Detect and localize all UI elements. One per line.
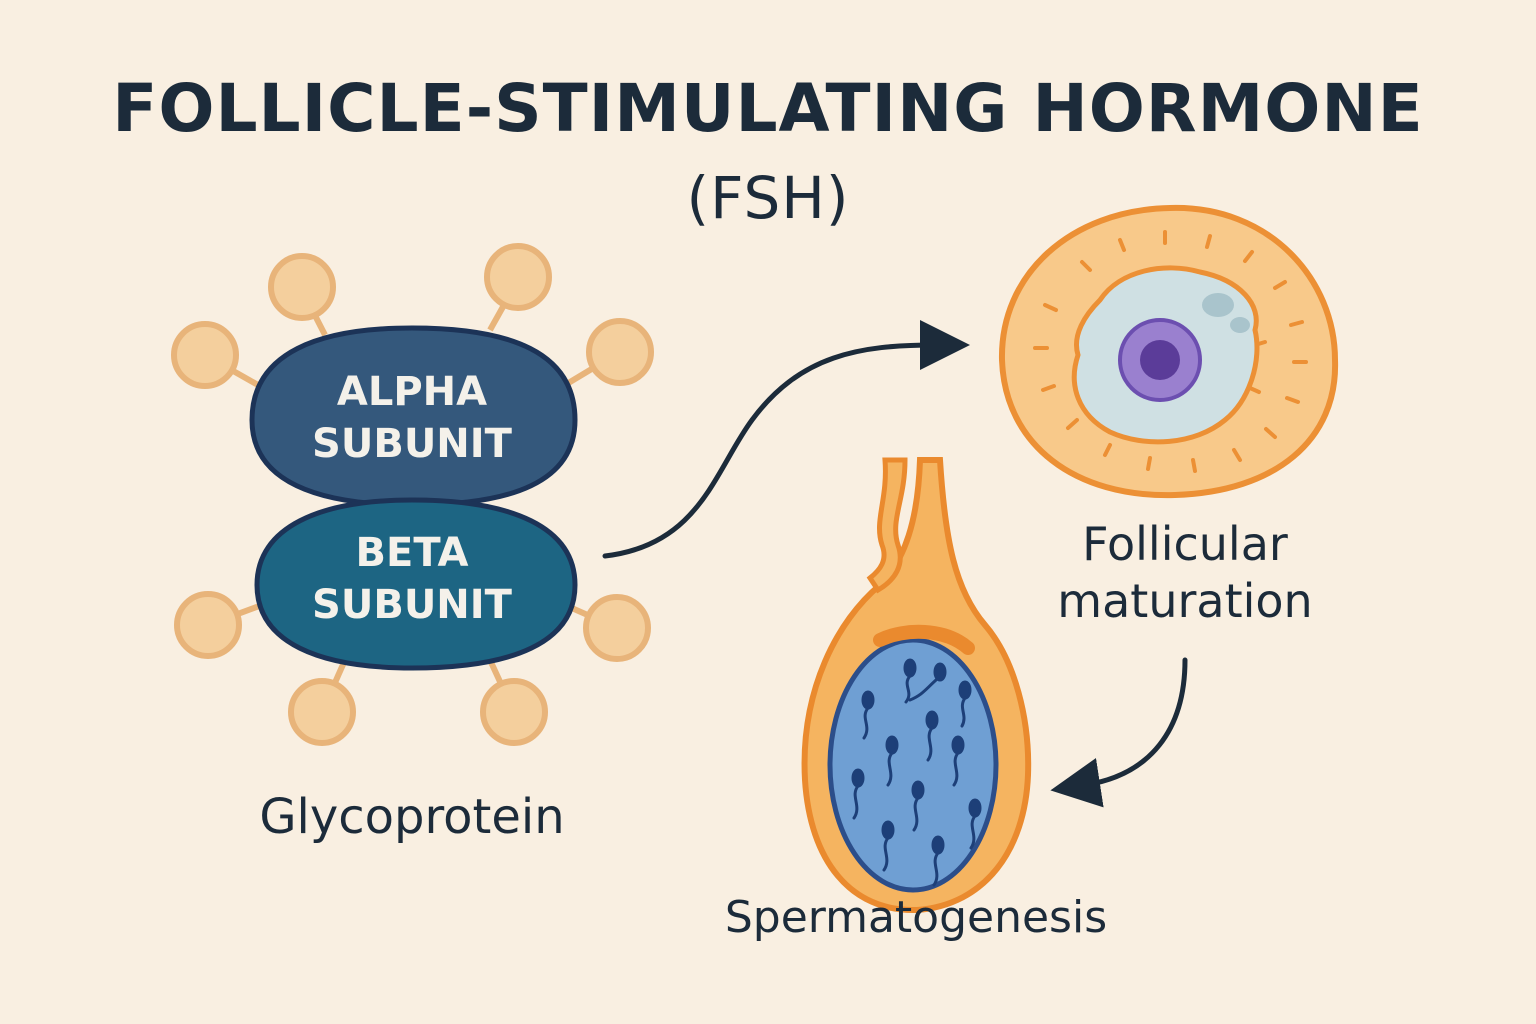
sugar-node [268, 253, 336, 321]
arrow-to-testis [1050, 657, 1188, 808]
alpha-subunit-shape [249, 325, 578, 508]
page-title: FOLLICLE-STIMULATING HORMONE [112, 70, 1424, 147]
beta-subunit-label: BETA [356, 530, 469, 576]
testis-illustration [801, 457, 1032, 914]
cytoplasm-granule [1202, 293, 1234, 317]
seminiferous-tubule [827, 637, 999, 893]
sugar-node [174, 591, 242, 659]
cytoplasm-granule [1230, 317, 1250, 333]
arrow-to-follicle [602, 320, 970, 559]
alpha-subunit-label: SUBUNIT [312, 421, 513, 467]
alpha-subunit-label: ALPHA [337, 369, 487, 415]
follicular-maturation-label: Follicular [1082, 517, 1288, 571]
sugar-node [484, 243, 552, 311]
spermatogenesis-label: Spermatogenesis [725, 892, 1107, 943]
follicular-maturation-label: maturation [1057, 574, 1312, 628]
vas-deferens [866, 457, 908, 594]
epididymis [873, 624, 975, 655]
sugar-node [288, 678, 356, 746]
beta-subunit-label: SUBUNIT [312, 582, 513, 628]
carbohydrate-chains [171, 243, 654, 746]
nucleolus [1140, 340, 1180, 380]
beta-subunit: BETA SUBUNIT [254, 497, 578, 671]
beta-subunit-shape [254, 497, 578, 671]
sugar-node [586, 318, 654, 386]
sugar-node [171, 321, 239, 389]
follicle-illustration [998, 204, 1339, 499]
alpha-subunit: ALPHA SUBUNIT [249, 325, 578, 508]
sugar-node [583, 594, 651, 662]
glycoprotein-label: Glycoprotein [259, 789, 564, 845]
page-subtitle: (FSH) [686, 164, 850, 232]
sperm-cells [851, 658, 982, 887]
sugar-node [480, 678, 548, 746]
